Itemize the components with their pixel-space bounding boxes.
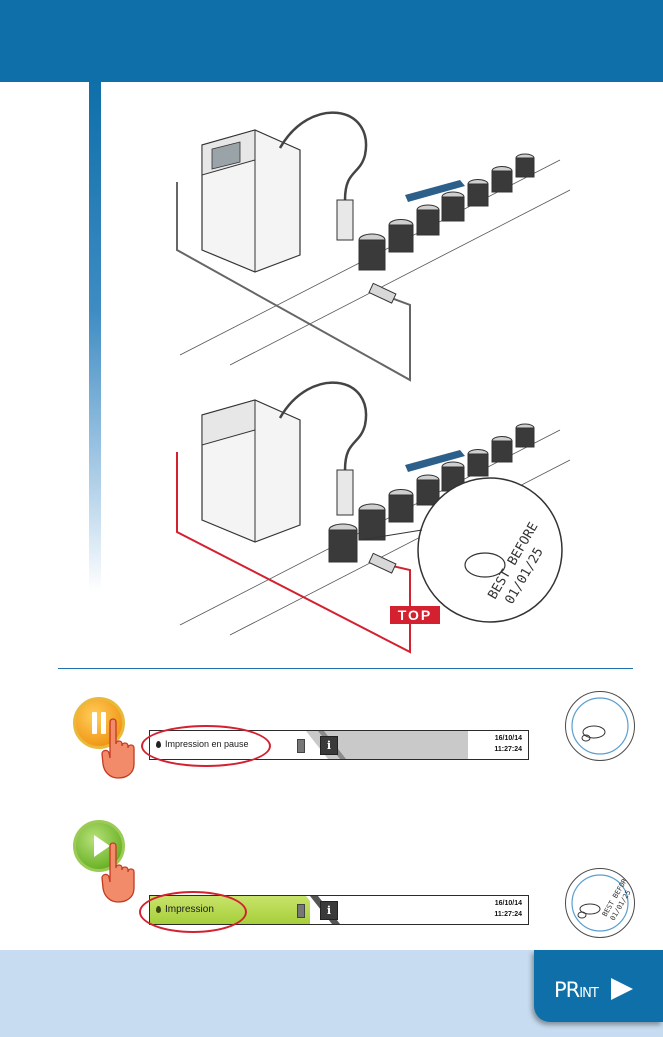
printer-cabinet-top	[202, 130, 300, 272]
can-top-blank-icon	[565, 691, 635, 761]
can-top-printed-icon: BEST BEFORE 01/01/25	[565, 868, 635, 938]
header-bar	[0, 0, 663, 82]
status-date: 16/10/14	[495, 735, 522, 742]
highlight-ellipse-paused	[141, 725, 271, 767]
play-arrow-icon	[611, 978, 633, 1000]
section-divider	[58, 668, 633, 669]
bar-wedge	[288, 731, 468, 759]
highlight-ellipse-printing	[139, 891, 247, 933]
printer-cabinet-bottom	[202, 400, 300, 542]
print-button[interactable]: PRINT	[534, 950, 663, 1022]
hand-pointer-icon	[100, 718, 140, 780]
status-date: 16/10/14	[495, 900, 522, 907]
status-time: 11:27:24	[494, 746, 522, 753]
status-time: 11:27:24	[494, 911, 522, 918]
hand-pointer-icon	[100, 842, 140, 904]
printer-illustration: BEST BEFORE 01/01/25	[160, 100, 580, 660]
print-label: PRINT	[554, 978, 598, 1002]
info-icon[interactable]: i	[320, 736, 338, 755]
side-accent-stripe	[89, 82, 101, 592]
top-sticker: TOP	[390, 606, 440, 624]
bar-wedge	[288, 896, 468, 924]
info-icon[interactable]: i	[320, 901, 338, 920]
